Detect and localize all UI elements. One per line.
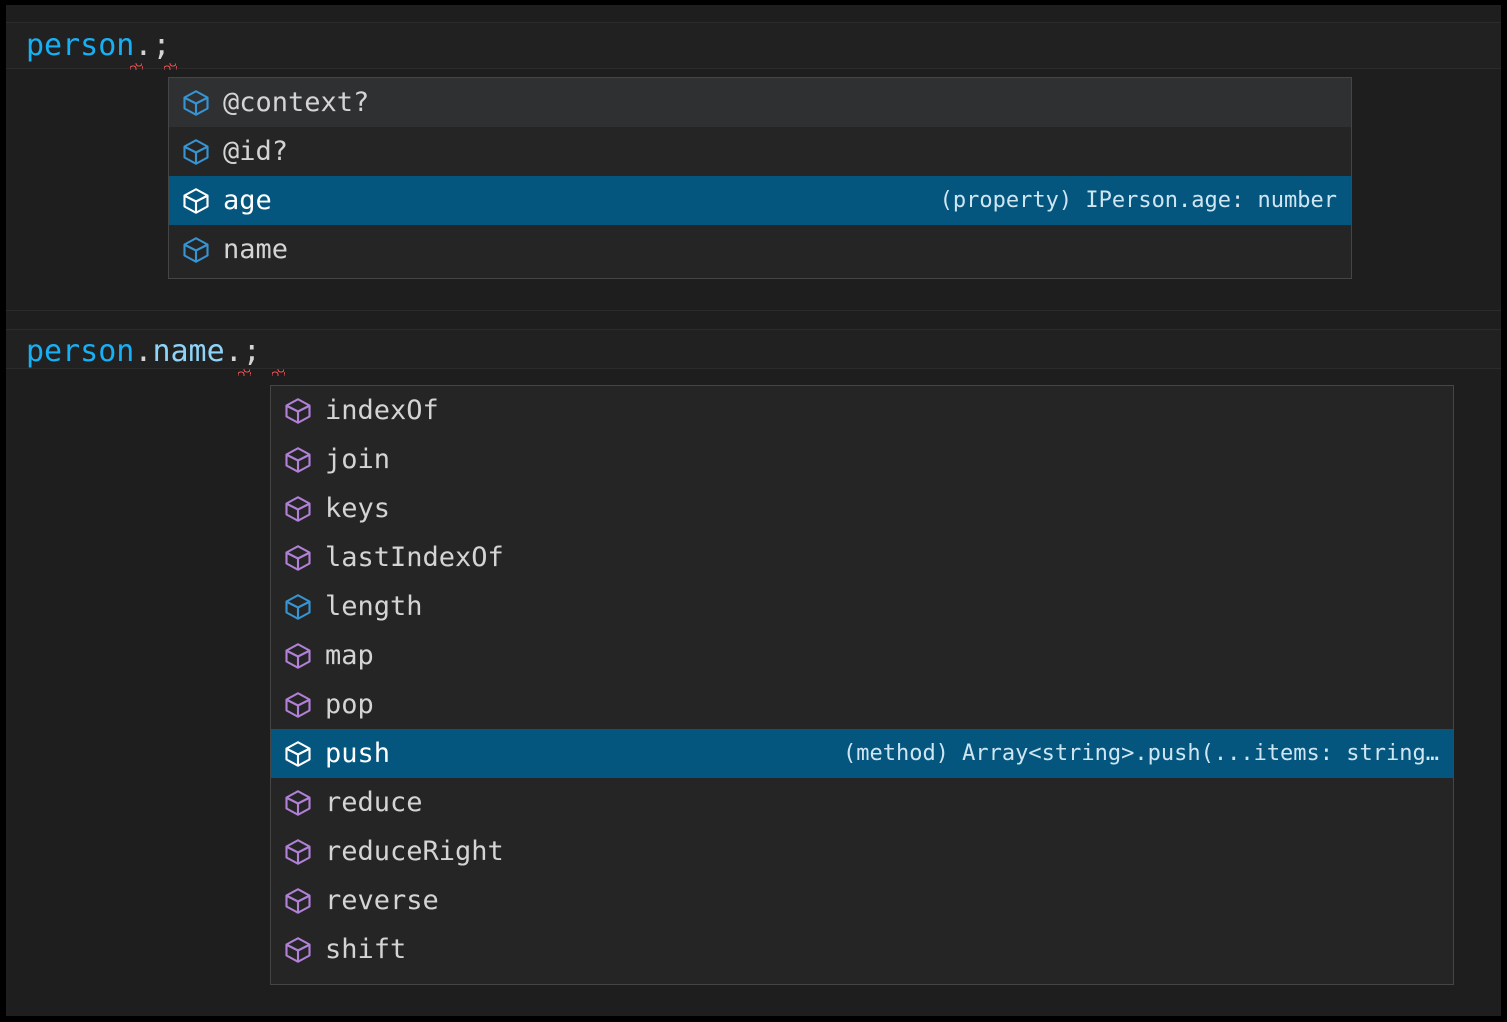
- error-squiggle-icon: [164, 63, 177, 70]
- suggestion-item-label: push: [325, 737, 391, 769]
- suggestion-item-join[interactable]: join: [271, 435, 1453, 484]
- method-cube-icon: [283, 445, 313, 475]
- suggestion-item-label: name: [223, 233, 289, 265]
- suggestion-item-label: map: [325, 639, 374, 671]
- cell-separator-5: [6, 368, 1501, 369]
- cell-separator-1: [6, 22, 1501, 23]
- suggestion-popup-person[interactable]: @context? @id? age (property) IPerson.age: …: [168, 77, 1352, 279]
- suggestion-item-push[interactable]: push (method) Array<string>.push(...items…: [271, 729, 1453, 778]
- cell-separator-2: [6, 68, 1501, 69]
- suggestion-item-context[interactable]: @context?: [169, 78, 1351, 127]
- suggestion-item-label: pop: [325, 688, 374, 720]
- cell-separator-4: [6, 329, 1501, 330]
- code-semicolon: ;: [152, 28, 171, 63]
- suggestion-item-label: reduceRight: [325, 835, 504, 867]
- error-squiggle-icon: [130, 63, 143, 70]
- cell-band-1: [6, 23, 1501, 68]
- code-editor-surface[interactable]: person.; person.name.; @context?@id?age(…: [6, 5, 1501, 1016]
- suggestion-item-label: join: [325, 443, 391, 475]
- suggestion-item-label: lastIndexOf: [325, 541, 504, 573]
- property-cube-icon: [181, 186, 211, 216]
- code-dot-1: .: [134, 334, 153, 369]
- code-dot: .: [134, 28, 153, 63]
- suggestion-item-label: length: [325, 590, 423, 622]
- suggestion-item-label: reduce: [325, 786, 423, 818]
- code-identifier-person: person: [26, 28, 135, 63]
- suggestion-item-shift[interactable]: shift: [271, 925, 1453, 974]
- suggestion-item-reverse[interactable]: reverse: [271, 876, 1453, 925]
- suggestion-item-label: keys: [325, 492, 391, 524]
- code-line-2[interactable]: person.name.;: [26, 335, 261, 369]
- property-cube-icon: [181, 88, 211, 118]
- suggestion-item-name[interactable]: name: [169, 225, 1351, 274]
- cell-separator-3: [6, 310, 1501, 311]
- method-cube-icon: [283, 935, 313, 965]
- method-cube-icon: [283, 690, 313, 720]
- suggestion-item-keys[interactable]: keys: [271, 484, 1453, 533]
- method-cube-icon: [283, 494, 313, 524]
- error-squiggle-icon: [272, 369, 285, 376]
- property-cube-icon: [181, 137, 211, 167]
- code-identifier-person: person: [26, 334, 135, 369]
- suggestion-item-label: @context?: [223, 86, 370, 118]
- suggestion-item-detail: (property) IPerson.age: number: [939, 187, 1337, 213]
- code-line-1[interactable]: person.;: [26, 29, 171, 63]
- method-cube-icon: [283, 886, 313, 916]
- suggestion-item-label: shift: [325, 933, 407, 965]
- suggestion-item-id[interactable]: @id?: [169, 127, 1351, 176]
- suggestion-item-label: indexOf: [325, 394, 439, 426]
- method-cube-icon: [283, 739, 313, 769]
- suggestion-item-reduceright[interactable]: reduceRight: [271, 827, 1453, 876]
- method-cube-icon: [283, 788, 313, 818]
- property-cube-icon: [181, 235, 211, 265]
- method-cube-icon: [283, 396, 313, 426]
- code-dot-2: .: [224, 334, 243, 369]
- method-cube-icon: [283, 543, 313, 573]
- suggestion-item-indexof[interactable]: indexOf: [271, 386, 1453, 435]
- suggestion-item-length[interactable]: length: [271, 582, 1453, 631]
- suggestion-item-label: age: [223, 184, 272, 216]
- suggestion-popup-person-name[interactable]: indexOf join keys lastIndexOf length map pop pu…: [270, 385, 1454, 985]
- code-semicolon: ;: [242, 334, 261, 369]
- error-squiggle-icon: [238, 369, 251, 376]
- code-property-name: name: [152, 334, 225, 369]
- suggestion-item-detail: (method) Array<string>.push(...items: st…: [842, 740, 1439, 766]
- suggestion-item-label: reverse: [325, 884, 439, 916]
- method-cube-icon: [283, 641, 313, 671]
- suggestion-item-age[interactable]: age (property) IPerson.age: number: [169, 176, 1351, 225]
- suggestion-item-label: @id?: [223, 135, 289, 167]
- method-cube-icon: [283, 837, 313, 867]
- suggestion-item-lastindexof[interactable]: lastIndexOf: [271, 533, 1453, 582]
- property-cube-icon: [283, 592, 313, 622]
- suggestion-item-map[interactable]: map: [271, 631, 1453, 680]
- suggestion-item-reduce[interactable]: reduce: [271, 778, 1453, 827]
- suggestion-item-pop[interactable]: pop: [271, 680, 1453, 729]
- cell-band-2: [6, 330, 1501, 368]
